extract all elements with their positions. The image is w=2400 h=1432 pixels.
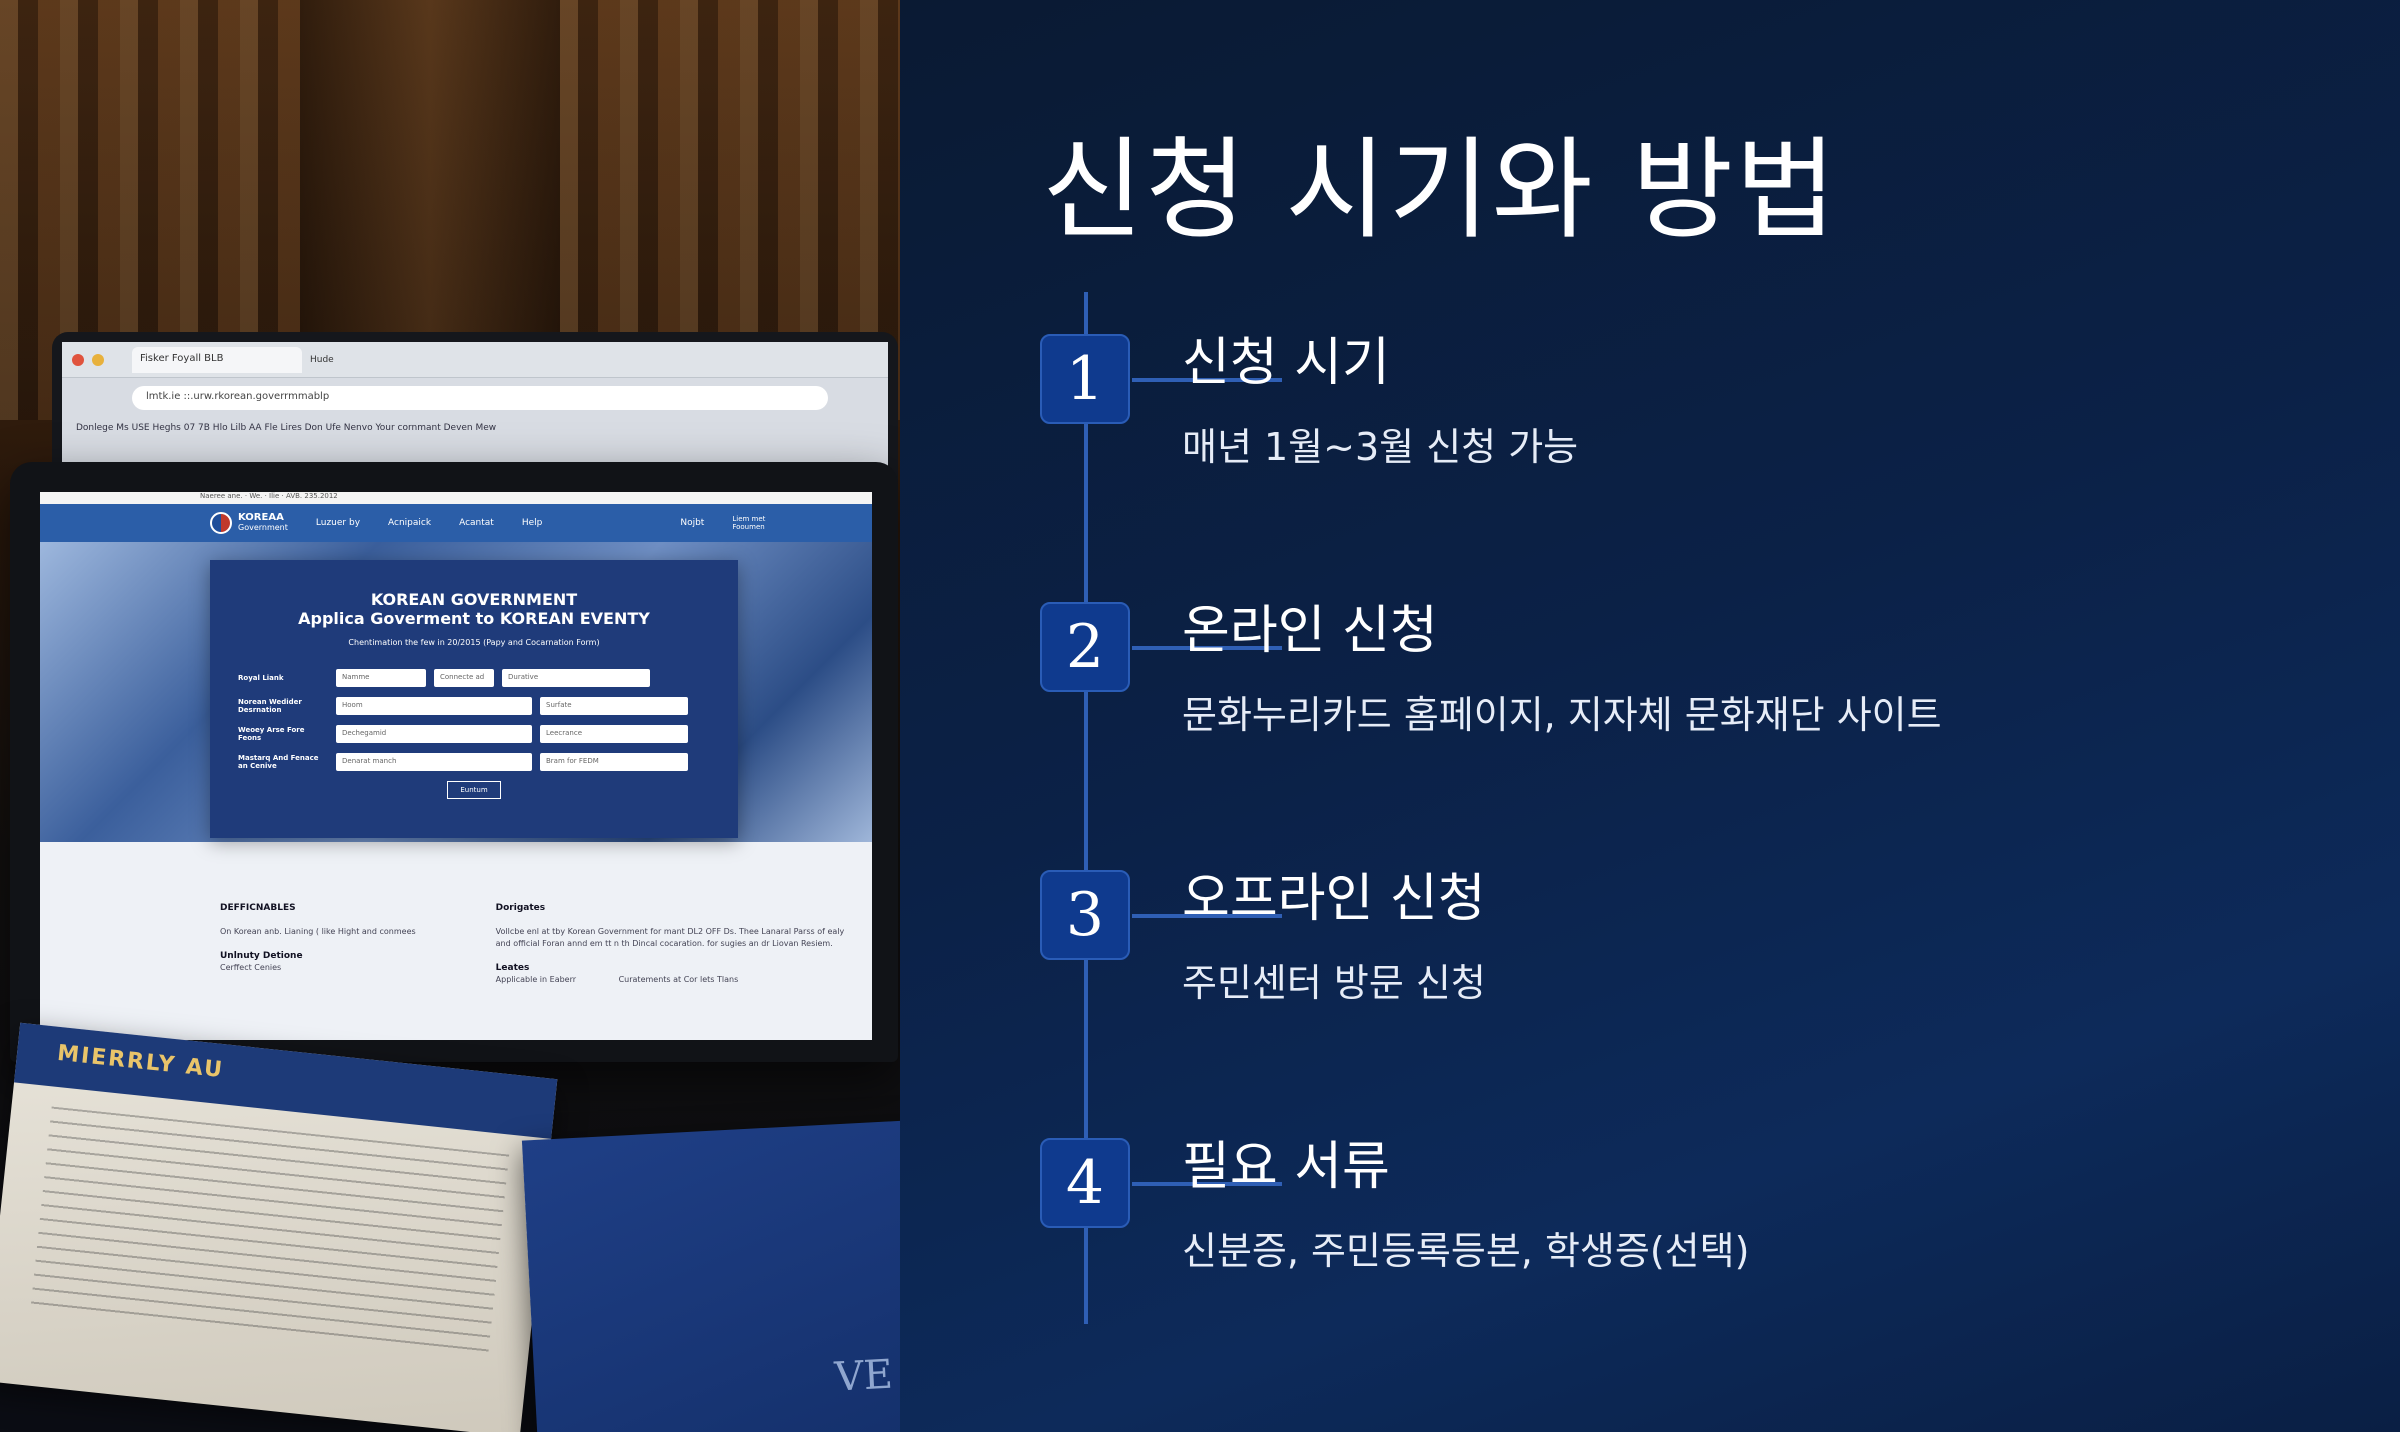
lower-column: Dorigates Vollcbe enl at tby Korean Gove…: [496, 902, 856, 986]
browser-url: lmtk.ie ::.urw.rkorean.goverrmmablp: [132, 386, 828, 410]
step-number-badge: 2: [1040, 602, 1130, 692]
timeline-line: [1084, 292, 1088, 1324]
browser-tab: Fisker Foyall BLB: [132, 346, 302, 373]
site-logo-line2: Government: [238, 523, 288, 532]
os-status-bar: Naeree ane. · We. · Ilie · AVB. 235.2012: [40, 492, 872, 504]
form-label: Royal Liank: [238, 674, 284, 682]
form-input: Connecte ad: [434, 669, 494, 687]
form-row: Mastarq And Fenace an Cenive Denarat man…: [238, 753, 710, 771]
form-label: Norean Wedider Desrnation: [238, 698, 302, 714]
step-number-badge: 3: [1040, 870, 1130, 960]
lower-text: Cerffect Cenies: [220, 963, 282, 972]
site-lower-section: DEFFICNABLES On Korean anb. Lianing ( li…: [40, 842, 872, 986]
step-description: 신분증, 주민등록등본, 학생증(선택): [1182, 1229, 1750, 1273]
form-select: Durative: [502, 669, 650, 687]
timeline-step: 4 필요 서류 신분증, 주민등록등본, 학생증(선택): [1040, 1094, 2340, 1294]
step-connector: [1132, 1182, 1282, 1186]
lower-text: Vollcbe enl at tby Korean Government for…: [495, 927, 845, 948]
step-connector: [1132, 378, 1282, 382]
timeline-step: 3 오프라인 신청 주민센터 방문 신청: [1040, 826, 2340, 1026]
form-row: Weoey Arse Fore Feons Dechegamid Leecran…: [238, 725, 710, 743]
minimize-dot-icon: [92, 353, 104, 366]
site-nav-item: Help: [521, 518, 543, 528]
lower-heading: DEFFICNABLES: [220, 903, 296, 913]
form-label: Weoey Arse Fore Feons: [238, 726, 305, 742]
hero-photo: Fisker Foyall BLB Hude lmtk.ie ::.urw.rk…: [0, 0, 900, 1432]
form-input: Leecrance: [540, 725, 688, 743]
folder-text: VE: [833, 1351, 894, 1401]
timeline-step: 2 온라인 신청 문화누리카드 홈페이지, 지자체 문화재단 사이트: [1040, 558, 2340, 758]
step-title: 신청 시기: [1182, 333, 1390, 393]
back-laptop: Fisker Foyall BLB Hude lmtk.ie ::.urw.rk…: [52, 332, 898, 482]
lower-heading: Unlnuty Detione: [220, 951, 303, 961]
lower-text: Curatements at Cor lets Tlans: [618, 975, 739, 984]
site-hero: KOREAN GOVERNMENT Applica Goverment to K…: [40, 542, 872, 842]
site-nav-right: Liem met Fooumen: [732, 515, 766, 531]
site-nav-item: Acnipaick: [388, 518, 432, 528]
site-nav-right: Nojbt: [680, 518, 705, 528]
close-dot-icon: [72, 353, 84, 366]
form-input: Dechegamid: [336, 725, 532, 743]
form-submit-button: Euntum: [447, 781, 501, 799]
step-title: 필요 서류: [1182, 1137, 1390, 1197]
timeline-step: 1 신청 시기 매년 1월~3월 신청 가능: [1040, 290, 2340, 490]
page-title: 신청 시기와 방법: [1042, 126, 1839, 254]
site-nav-item: Acantat: [459, 518, 494, 528]
form-row: Royal Liank Namme Connecte ad Durative: [238, 669, 710, 687]
step-number-badge: 4: [1040, 1138, 1130, 1228]
site-navbar: KOREAA Government Luzuer by Acnipaick Ac…: [40, 504, 872, 542]
lower-heading: Dorigates: [495, 903, 546, 913]
form-label: Mastarq And Fenace an Cenive: [238, 754, 319, 770]
browser-subtab: Hude: [310, 354, 334, 365]
step-connector: [1132, 914, 1282, 918]
form-input: Surfate: [540, 697, 688, 715]
step-description: 문화누리카드 홈페이지, 지자체 문화재단 사이트: [1182, 693, 1942, 737]
form-row: Norean Wedider Desrnation Hoom Surfate: [238, 697, 710, 715]
browser-tabbar: Fisker Foyall BLB Hude: [62, 342, 888, 378]
step-description: 주민센터 방문 신청: [1182, 961, 1486, 1005]
step-number-badge: 1: [1040, 334, 1130, 424]
lower-text: On Korean anb. Lianing ( like Hight and …: [220, 927, 416, 936]
blue-folder: VE: [521, 1119, 900, 1432]
paper-brochure: MIERRLY AU: [0, 1022, 558, 1432]
laptop-screen: Naeree ane. · We. · Ilie · AVB. 235.2012…: [40, 492, 872, 1040]
form-input: Namme: [336, 669, 426, 687]
lower-text: Applicable in Eaberr: [495, 975, 577, 984]
form-input: Bram for FEDM: [540, 753, 688, 771]
brochure-text-lines: [30, 1106, 510, 1354]
application-form-card: KOREAN GOVERNMENT Applica Goverment to K…: [210, 560, 738, 838]
step-title: 오프라인 신청: [1182, 869, 1486, 929]
step-title: 온라인 신청: [1182, 601, 1438, 661]
front-laptop: Naeree ane. · We. · Ilie · AVB. 235.2012…: [10, 462, 898, 1062]
info-panel: 신청 시기와 방법 1 신청 시기 매년 1월~3월 신청 가능 2 온라인 신…: [900, 0, 2400, 1432]
site-nav-item: Luzuer by: [315, 518, 361, 528]
form-rows: Royal Liank Namme Connecte ad Durative N…: [238, 669, 710, 771]
form-title: Applica Goverment to KOREAN EVENTY: [298, 609, 650, 628]
step-description: 매년 1월~3월 신청 가능: [1182, 425, 1579, 469]
step-connector: [1132, 646, 1282, 650]
bookmarks-bar: Donlege Ms USE Heghs 07 7B Hlo Lilb AA F…: [76, 423, 497, 433]
taegeuk-logo-icon: [210, 512, 232, 534]
form-title: KOREAN GOVERNMENT: [370, 590, 578, 609]
site-logo: KOREAA Government: [210, 512, 288, 534]
form-subtitle: Chentimation the few in 20/2015 (Papy an…: [348, 638, 600, 647]
form-input: Denarat manch: [336, 753, 532, 771]
form-input: Hoom: [336, 697, 532, 715]
lower-column: DEFFICNABLES On Korean anb. Lianing ( li…: [220, 902, 416, 986]
site-logo-line1: KOREAA: [238, 512, 284, 523]
lower-heading: Leates: [495, 963, 530, 973]
